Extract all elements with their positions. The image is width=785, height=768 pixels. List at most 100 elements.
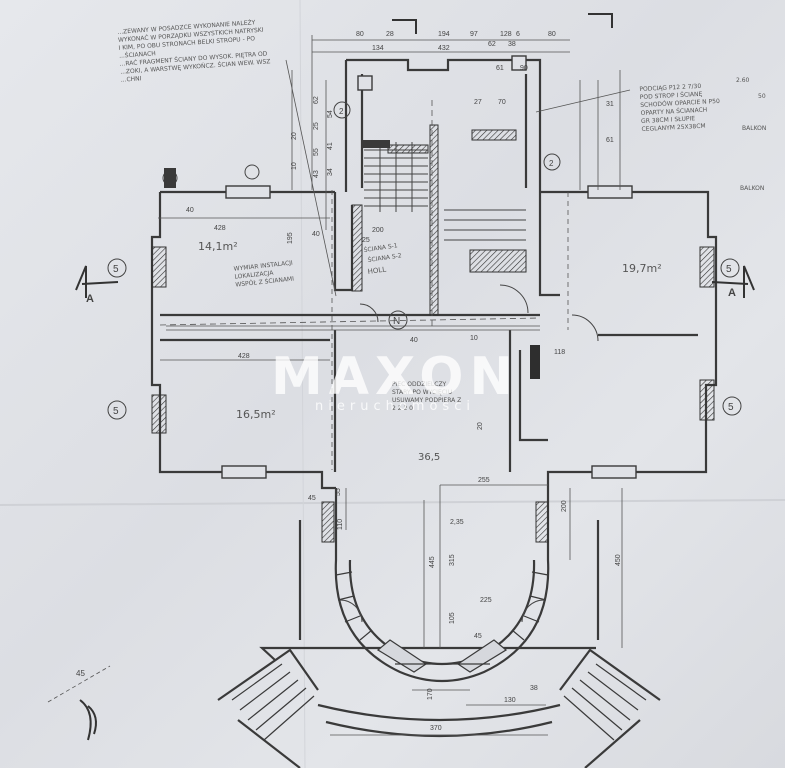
note-line: 2 2 2 0 xyxy=(392,405,413,412)
axis-label: 5 xyxy=(726,264,732,275)
dimension-label: 445 xyxy=(429,556,436,568)
dimension-label: 34 xyxy=(327,168,334,176)
dimension-label: 61 xyxy=(606,137,614,144)
fold-line xyxy=(0,499,785,506)
section-arrows xyxy=(75,13,755,741)
axis-label: 5 xyxy=(728,402,734,413)
dimension-label: 80 xyxy=(356,31,364,38)
dimension-label: 2,35 xyxy=(450,519,464,526)
note-line: CEGLANYM 25X38CM xyxy=(641,123,705,133)
dimension-label: 41 xyxy=(327,142,334,150)
dimension-label: 20 xyxy=(477,422,484,430)
margin-note: BALKON xyxy=(740,185,764,192)
north-label: N xyxy=(393,316,400,327)
dimension-label: 38 xyxy=(530,685,538,692)
margin-note: 50 xyxy=(758,93,766,100)
axis-markers xyxy=(107,101,742,420)
stair-wall-label: ŚCIANA S-2 xyxy=(367,252,402,264)
dimension-label: 38 xyxy=(508,41,516,48)
note-line: STARY PO WYCIĘCIU xyxy=(392,389,452,396)
note-line: PODCIĄG P12 2 7/30 xyxy=(639,83,701,93)
exterior-walls xyxy=(150,58,718,768)
room-area: 19,7m² xyxy=(622,262,662,275)
plan-dimensions: 428 428 200 25 40 40 118 255 55 110 445 … xyxy=(186,207,622,732)
dimension-label: 130 xyxy=(504,697,516,704)
dimension-label: 45 xyxy=(76,669,85,678)
dimension-label: 62 xyxy=(488,41,496,48)
dimension-label: 45 xyxy=(474,633,482,640)
dimension-label: 40 xyxy=(186,207,194,214)
dimension-label: 70 xyxy=(498,99,506,106)
note-line: USUWAMY PODPIERA Z xyxy=(392,397,461,404)
dimension-label: 118 xyxy=(554,349,565,356)
note-line: ...ŚCIANACH xyxy=(119,50,156,60)
note-line: LOKALIZACJA xyxy=(234,270,274,281)
dimension-label: 55 xyxy=(313,148,320,156)
dimension-label: 128 xyxy=(500,31,512,38)
dimension-label: 428 xyxy=(238,353,250,360)
note-top-left: ...ZEWANY W POSADZCE WYKONANIE NALEŻY WY… xyxy=(117,19,270,84)
bay-windows xyxy=(231,571,647,741)
dimension-label: 194 xyxy=(438,31,450,38)
note-line: POD STROP I ŚCIANĘ xyxy=(640,91,703,101)
note-center: PIEC ODDZIELCZY STARY PO WYCIĘCIU USUWAM… xyxy=(392,381,461,412)
dimension-label: 450 xyxy=(615,554,622,566)
note-line: PIEC ODDZIELCZY xyxy=(392,381,447,388)
axis-label: 2 xyxy=(549,159,554,168)
margin-note: 2.60 xyxy=(736,77,750,84)
dimension-label: 432 xyxy=(438,45,450,52)
note-line: ...CHNI xyxy=(121,75,142,83)
dimension-label: 105 xyxy=(449,612,456,624)
dimension-label: 25 xyxy=(313,122,320,130)
dimension-label: 6 xyxy=(516,31,520,38)
dimension-label: 200 xyxy=(372,227,384,234)
dimension-label: 55 xyxy=(335,488,342,496)
dimension-label: 255 xyxy=(478,477,490,484)
dimension-label: 170 xyxy=(427,688,434,700)
room-area: 14,1m² xyxy=(198,240,238,253)
stair-wall-label: ŚCIANA S-1 xyxy=(363,242,398,254)
hall-label: HOLL xyxy=(367,265,387,276)
dimension-label: 134 xyxy=(372,45,384,52)
dimension-label: 31 xyxy=(606,101,614,108)
staircase xyxy=(364,142,526,241)
top-dimensions: 80 28 194 97 128 6 80 134 432 62 38 90 6… xyxy=(356,31,614,144)
door-swings xyxy=(339,284,599,623)
note-left-mid: WYMIAR INSTALACJI LOKALIZACJA WSPÓŁ Z ŚC… xyxy=(233,260,294,289)
left-vertical-dimensions: 62 25 55 43 54 41 34 20 10 xyxy=(291,96,334,178)
dimension-label: 27 xyxy=(474,99,482,106)
dimension-label: 370 xyxy=(430,725,442,732)
dimension-label: 225 xyxy=(480,597,492,604)
dimension-label: 43 xyxy=(313,170,320,178)
dimension-label: 40 xyxy=(312,231,320,238)
axis-label: 2 xyxy=(339,107,344,116)
dimension-label: 110 xyxy=(337,519,344,530)
axis-label: 5 xyxy=(113,406,119,417)
section-label: A xyxy=(86,293,94,305)
note-top-right: PODCIĄG P12 2 7/30 POD STROP I ŚCIANĘ SC… xyxy=(639,83,720,133)
section-label: A xyxy=(728,287,736,299)
room-area: 36,5 xyxy=(418,452,440,463)
room-area: 16,5m² xyxy=(236,408,276,421)
hatched-walls xyxy=(151,124,715,543)
dimension-label: 428 xyxy=(214,225,226,232)
note-line: GR 38CM I SŁUPIE xyxy=(641,115,696,125)
dimension-label: 40 xyxy=(410,337,418,344)
dimension-label: 200 xyxy=(561,500,568,512)
dimension-label: 28 xyxy=(386,31,394,38)
dimension-label: 80 xyxy=(548,31,556,38)
note-line: SCHODÓW OPARCIE N P50 xyxy=(640,98,720,109)
dimension-label: 315 xyxy=(449,554,456,566)
note-line: OPARTY NA ŚCIANACH xyxy=(640,107,707,117)
windows xyxy=(221,55,637,479)
dimension-label: 97 xyxy=(470,31,478,38)
margin-note: BALKON xyxy=(742,125,766,132)
fold-line xyxy=(299,0,306,768)
dimension-label: 20 xyxy=(291,132,298,140)
dimension-label: 10 xyxy=(470,335,478,342)
dimension-label: 61 xyxy=(496,65,504,72)
dimension-label: 45 xyxy=(308,495,316,502)
dimension-label: 195 xyxy=(287,232,294,244)
